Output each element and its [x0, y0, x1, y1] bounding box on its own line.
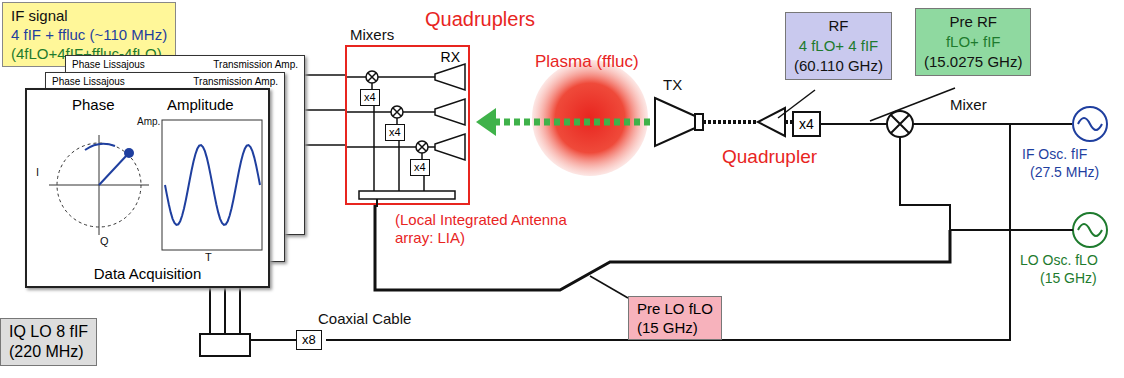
- quadrupler-box: x4: [385, 124, 405, 141]
- leader-line: [870, 88, 955, 121]
- node-text: x4: [414, 160, 426, 175]
- tx-flange: [695, 114, 703, 130]
- if-oscillator: [1073, 107, 1107, 141]
- label: LO Osc. fLO: [1020, 252, 1098, 268]
- amplifier: [758, 108, 785, 136]
- mixer-cross: [891, 115, 909, 133]
- coaxial-cable: [375, 205, 950, 290]
- iq-wire: [326, 124, 1010, 340]
- label: Coaxial Cable: [318, 310, 411, 327]
- label: I: [36, 166, 39, 178]
- label: T: [205, 251, 212, 263]
- node-text: RX: [441, 49, 460, 65]
- splitter: [200, 334, 250, 356]
- leader-line: [205, 58, 305, 72]
- node-text: x8: [302, 331, 316, 349]
- mixer-symbol: [887, 111, 913, 137]
- label: Mixers: [350, 26, 394, 43]
- callout-box: Pre RFfLO+ fIF(15.0275 GHz): [915, 8, 1031, 76]
- sine: [1078, 118, 1102, 130]
- label: Amp.: [137, 116, 160, 127]
- plasma: [532, 60, 648, 176]
- node-text: Phase: [72, 96, 115, 113]
- node-text: (Local Integrated Antenna array: LIA): [395, 211, 570, 247]
- callout-box: RF4 fLO+ 4 fIF(60.110 GHz): [785, 12, 892, 80]
- quadrupler-box: x4: [792, 111, 821, 137]
- node-text: Data Acquisition: [27, 265, 268, 282]
- node-text: IQ LO 8 fIF: [9, 322, 88, 342]
- node-text: x4: [799, 115, 814, 133]
- label: Quadrupler: [722, 146, 817, 168]
- label: Plasma (ffluc): [535, 52, 639, 72]
- label: (15 GHz): [1040, 270, 1097, 286]
- label: Quadruplers: [425, 8, 535, 31]
- antenna-array-box: RX(Local Integrated Antenna array: LIA)x…: [345, 45, 470, 205]
- node-text: (220 MHz): [9, 342, 88, 362]
- label: (27.5 MHz): [1030, 164, 1099, 180]
- node-text: x4: [364, 90, 376, 105]
- antenna-figure: [347, 47, 472, 207]
- node-text: Transmission Amp.: [213, 59, 298, 70]
- callout-box: Pre LO fLO(15 GHz): [628, 296, 722, 340]
- node-text: Pre LO fLO: [637, 299, 713, 318]
- wire: [913, 123, 1072, 125]
- node-text: IF signal: [11, 6, 167, 25]
- iq-wire: [250, 339, 296, 341]
- signal-wire: [305, 74, 345, 76]
- node-text: Amplitude: [167, 96, 234, 113]
- leader-line: [590, 276, 628, 298]
- callout-box: IQ LO 8 fIF(220 MHz): [0, 318, 97, 366]
- node-text: Transmission Amp.: [193, 76, 278, 87]
- node-text: fLO+ fIF: [924, 32, 1022, 52]
- waveguide: [703, 120, 758, 124]
- quadrupler-box: x4: [410, 159, 430, 176]
- wire: [820, 123, 887, 125]
- multiplier-box: x8: [296, 330, 322, 350]
- lo-oscillator: [1073, 213, 1107, 247]
- node-text: 4 fIF + ffluc (~110 MHz): [11, 25, 167, 44]
- node-text: Phase Lissajous: [72, 59, 145, 70]
- quadrupler-box: x4: [360, 89, 380, 106]
- waveguide: [785, 120, 792, 124]
- node-text: (15 GHz): [637, 318, 713, 337]
- beam: [492, 119, 650, 126]
- node-text: x4: [389, 125, 401, 140]
- node-text: Pre RF: [924, 12, 1022, 32]
- beam-head: [476, 108, 496, 136]
- node-text: (15.0275 GHz): [924, 52, 1022, 72]
- label: TX: [663, 76, 682, 93]
- label: Mixer: [950, 96, 987, 113]
- node-text: RF: [794, 16, 883, 36]
- node-text: 4 fLO+ 4 fIF: [794, 36, 883, 56]
- sine: [1078, 224, 1102, 236]
- label: Q: [100, 235, 109, 247]
- tx-horn: [655, 98, 695, 146]
- node-text: (60.110 GHz): [794, 56, 883, 76]
- node-text: Phase Lissajous: [52, 76, 125, 87]
- label: IF Osc. fIF: [1022, 146, 1087, 162]
